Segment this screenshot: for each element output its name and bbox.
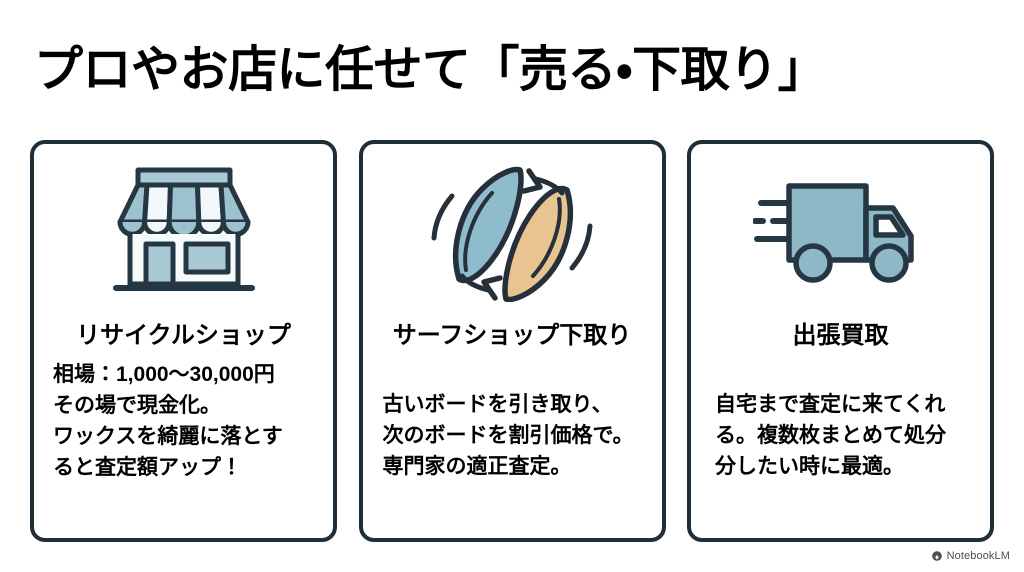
- card-heading: 出張買取: [792, 322, 889, 349]
- card-surf-shop-tradein[interactable]: サーフショップ下取り 古いボードを引き取り、 次のボードを割引価格で。 専門家の…: [358, 140, 666, 542]
- card-body-text: 古いボードを引き取り、 次のボードを割引価格で。 専門家の適正査定。: [382, 393, 634, 478]
- card-onsite-purchase[interactable]: 出張買取 自宅まで査定に来てくれ る。複数枚まとめて処分 分したい時に最適。: [687, 140, 994, 542]
- watermark-label: NotebookLM: [946, 550, 1010, 562]
- card-body-text: 相場：1,000〜30,000円 その場で現金化。 ワックスを綺麗に落とす ると…: [53, 363, 283, 479]
- card-row: リサイクルショップ 相場：1,000〜30,000円 その場で現金化。 ワックス…: [30, 140, 994, 542]
- notebooklm-logo-icon: [931, 550, 943, 562]
- card-heading: リサイクルショップ: [76, 322, 291, 349]
- delivery-truck-icon: [691, 144, 990, 319]
- card-recycle-shop[interactable]: リサイクルショップ 相場：1,000〜30,000円 その場で現金化。 ワックス…: [30, 140, 337, 542]
- page-title: プロやお店に任せて「売る・下取り」: [34, 43, 827, 97]
- card-body-text: 自宅まで査定に来てくれ る。複数枚まとめて処分 分したい時に最適。: [715, 393, 946, 478]
- storefront-icon: [34, 144, 333, 319]
- card-heading: サーフショップ下取り: [392, 322, 632, 349]
- surfboard-exchange-icon: [363, 144, 662, 319]
- watermark: NotebookLM: [931, 550, 1010, 562]
